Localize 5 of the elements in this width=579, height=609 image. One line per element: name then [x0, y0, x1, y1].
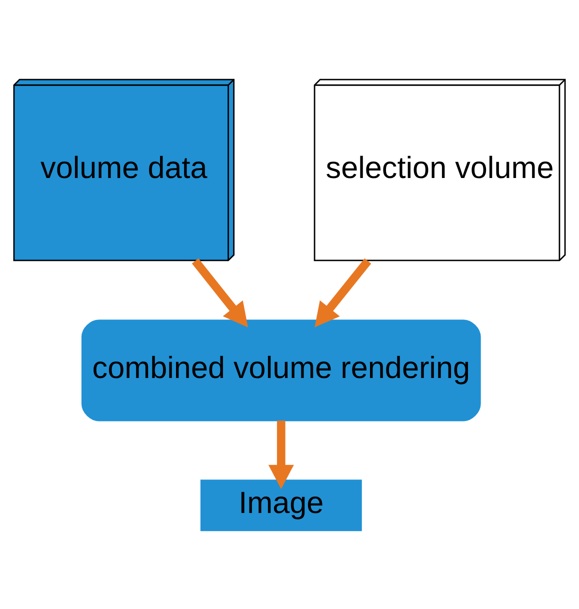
- arrow: [314, 258, 372, 327]
- node-box: combined volume rendering: [81, 319, 481, 421]
- node-box: Image: [200, 479, 362, 531]
- arrow: [268, 420, 294, 489]
- arrow: [192, 258, 248, 327]
